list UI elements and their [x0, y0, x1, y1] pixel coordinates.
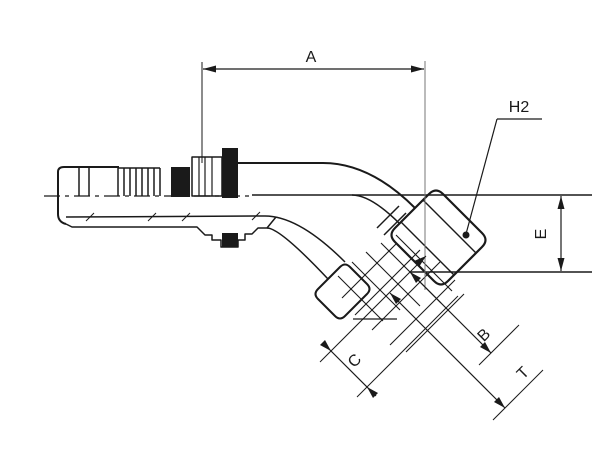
cone-ring-outline [314, 263, 371, 320]
dim-e-arrow-top [557, 196, 565, 209]
hose-shank [57, 148, 323, 248]
dim-e-label: E [533, 229, 550, 240]
seal-band [171, 167, 190, 197]
bend-outer-arc [322, 162, 416, 209]
bottom-contour [65, 216, 277, 248]
bend-inner-arc-2 [266, 227, 329, 280]
h2-leader-line [465, 118, 498, 235]
nut-hex-flat-lines [400, 199, 477, 276]
dim-a: A [201, 49, 426, 290]
thread-hatch-lines [337, 234, 465, 353]
nut-back-chamfer [376, 205, 407, 236]
dim-e: E [533, 196, 565, 271]
dim-c-arrow-1 [320, 340, 331, 351]
dim-t: T [389, 292, 544, 421]
dim-c-extension-2 [356, 295, 459, 398]
crimp-ticks [85, 211, 261, 222]
bend-mid-arc [351, 194, 401, 225]
dim-t-arrow-2 [494, 397, 505, 408]
dim-b-shelf [478, 324, 520, 366]
dim-b-line [409, 271, 492, 354]
dim-t-arrow-1 [390, 293, 401, 304]
dim-c-arrow-2 [367, 387, 378, 398]
dim-b: B [409, 271, 520, 366]
h2-leader-dot [462, 231, 470, 239]
dim-t-label: T [514, 364, 533, 383]
raised-ring [191, 156, 223, 197]
extension-arrow [414, 256, 426, 267]
elbow-bend [264, 162, 416, 280]
bottom-tab [222, 233, 238, 247]
dim-a-arrow-right [411, 65, 424, 73]
swivel-nut [376, 189, 487, 286]
dim-c: C [320, 295, 459, 398]
dim-common-extension [319, 255, 427, 363]
dim-b-label: B [475, 326, 495, 346]
bend-inner-arc-1 [264, 215, 346, 263]
ferrule-collar [222, 148, 238, 198]
dim-e-arrow-bottom [557, 258, 565, 271]
dim-b-arrow-2 [480, 342, 491, 353]
dim-t-shelf [492, 369, 544, 421]
dim-a-arrow-left [203, 65, 216, 73]
dim-b-arrow-1 [410, 272, 421, 283]
dim-t-line [389, 292, 506, 409]
barb-ridges [117, 167, 161, 196]
h2-label: H2 [509, 99, 530, 116]
h2-callout: H2 [462, 99, 542, 239]
nut-outline [390, 189, 487, 286]
dim-a-label: A [306, 49, 317, 66]
